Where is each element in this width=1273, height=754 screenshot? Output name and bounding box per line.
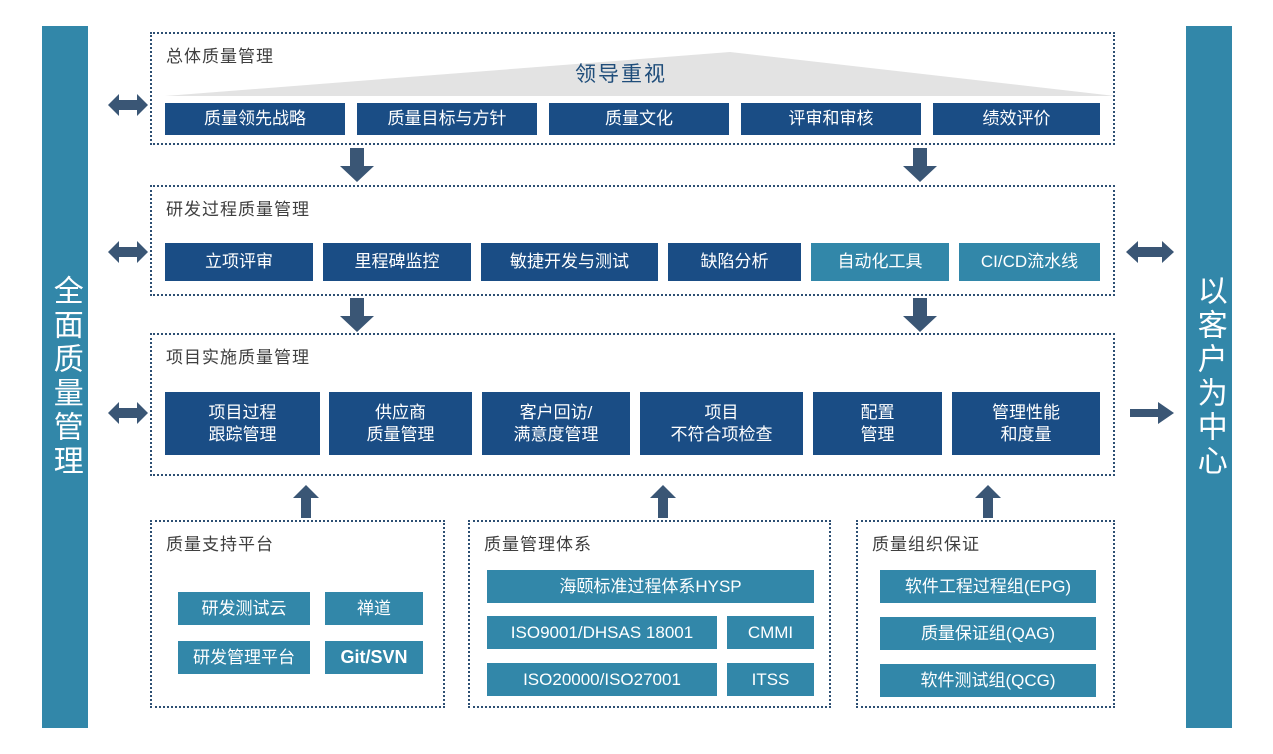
box-management-performance-metrics[interactable]: 管理性能 和度量	[952, 392, 1100, 455]
box-itss[interactable]: ITSS	[727, 663, 814, 696]
panel-title-org-assurance: 质量组织保证	[872, 535, 980, 554]
panel-title-support-platform: 质量支持平台	[166, 535, 274, 554]
box-epg-group[interactable]: 软件工程过程组(EPG)	[880, 570, 1096, 603]
double-arrow-horizontal-right-rnd	[1126, 239, 1174, 265]
box-rnd-management-platform[interactable]: 研发管理平台	[178, 641, 310, 674]
box-defect-analysis[interactable]: 缺陷分析	[668, 243, 801, 281]
box-line1: 管理性能	[992, 402, 1060, 422]
box-line2: 跟踪管理	[208, 424, 277, 444]
box-line1: 项目	[704, 402, 739, 422]
box-iso9001-dhsas18001[interactable]: ISO9001/DHSAS 18001	[487, 616, 717, 649]
box-project-process-tracking[interactable]: 项目过程 跟踪管理	[165, 392, 320, 455]
leadership-triangle-shape	[165, 52, 1115, 96]
box-cicd-pipeline[interactable]: CI/CD流水线	[959, 243, 1100, 281]
sidebar-total-quality-management: 全面质量管理	[42, 26, 88, 728]
box-rnd-test-cloud[interactable]: 研发测试云	[178, 592, 310, 625]
double-arrow-horizontal-left-overall	[108, 92, 148, 118]
double-arrow-horizontal-left-rnd	[108, 239, 148, 265]
panel-title-overall: 总体质量管理	[166, 47, 274, 66]
box-qag-group[interactable]: 质量保证组(QAG)	[880, 617, 1096, 650]
box-customer-revisit-satisfaction[interactable]: 客户回访/ 满意度管理	[482, 392, 630, 455]
box-quality-culture[interactable]: 质量文化	[549, 103, 729, 135]
sidebar-customer-centric: 以客户为中心	[1186, 26, 1232, 728]
box-qcg-group[interactable]: 软件测试组(QCG)	[880, 664, 1096, 697]
box-git-svn[interactable]: Git/SVN	[325, 641, 423, 674]
leadership-emphasis-label: 领导重视	[575, 63, 667, 86]
panel-title-project-impl: 项目实施质量管理	[166, 348, 310, 367]
box-line1: 配置	[860, 402, 895, 422]
box-hysp-standard-process[interactable]: 海颐标准过程体系HYSP	[487, 570, 814, 603]
box-line2: 不符合项检查	[670, 424, 773, 444]
box-project-nonconformance-check[interactable]: 项目 不符合项检查	[640, 392, 803, 455]
box-review-and-audit[interactable]: 评审和审核	[741, 103, 921, 135]
double-arrow-horizontal-left-project	[108, 400, 148, 426]
arrow-down-rnd-to-project-right	[903, 298, 937, 332]
box-iso20000-iso27001[interactable]: ISO20000/ISO27001	[487, 663, 717, 696]
arrow-down-rnd-to-project-left	[340, 298, 374, 332]
box-project-initiation-review[interactable]: 立项评审	[165, 243, 313, 281]
arrow-up-system-to-project	[650, 485, 676, 518]
box-cmmi[interactable]: CMMI	[727, 616, 814, 649]
box-quality-leading-strategy[interactable]: 质量领先战略	[165, 103, 345, 135]
box-line2: 满意度管理	[513, 424, 599, 444]
box-line2: 质量管理	[366, 424, 435, 444]
box-zentao[interactable]: 禅道	[325, 592, 423, 625]
box-automation-tools[interactable]: 自动化工具	[811, 243, 949, 281]
box-line1: 项目过程	[208, 402, 277, 422]
box-line1: 客户回访/	[519, 402, 593, 422]
box-milestone-monitoring[interactable]: 里程碑监控	[323, 243, 471, 281]
box-performance-evaluation[interactable]: 绩效评价	[933, 103, 1100, 135]
arrow-right-project	[1130, 401, 1174, 425]
box-configuration-management[interactable]: 配置 管理	[813, 392, 942, 455]
box-line2: 和度量	[1000, 424, 1052, 444]
box-line1: 供应商	[375, 402, 426, 422]
panel-title-management-system: 质量管理体系	[484, 535, 592, 554]
arrow-down-overall-to-rnd-right	[903, 148, 937, 182]
box-line2: 管理	[860, 424, 895, 444]
arrow-up-support-to-project	[293, 485, 319, 518]
box-agile-dev-and-test[interactable]: 敏捷开发与测试	[481, 243, 658, 281]
arrow-up-org-to-project	[975, 485, 1001, 518]
box-quality-objectives-policy[interactable]: 质量目标与方针	[357, 103, 537, 135]
panel-title-rnd-process: 研发过程质量管理	[166, 200, 310, 219]
arrow-down-overall-to-rnd-left	[340, 148, 374, 182]
box-supplier-quality-management[interactable]: 供应商 质量管理	[329, 392, 472, 455]
